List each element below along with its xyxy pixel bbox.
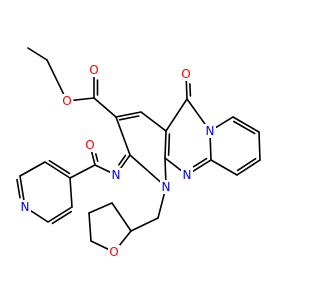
- bond-C12-N2-second: [192, 157, 208, 168]
- bond-C20-C16: [69, 177, 73, 208]
- bond-C10-C11-second: [236, 157, 257, 172]
- bonds-layer: [16, 47, 261, 250]
- bond-C10-C11: [236, 159, 261, 176]
- bond-C13-N3: [164, 157, 167, 181]
- bond-C15-O4-second: [95, 153, 99, 162]
- bond-C15-O4: [90, 151, 96, 166]
- atom-label-bg-o4: [84, 138, 96, 152]
- bond-C14-N4-second: [118, 154, 127, 166]
- bond-C18-N5-second: [16, 178, 21, 199]
- bond-C16-C17-second: [48, 159, 71, 175]
- bond-C12-N2: [192, 159, 212, 173]
- bond-C14-C4: [115, 116, 131, 156]
- atom-label-n3: N: [162, 180, 171, 194]
- atom-label-n2: N: [183, 168, 192, 182]
- bond-C16-C17: [44, 161, 71, 179]
- bond-N1-C8: [215, 116, 234, 129]
- atom-label-bg-n3: [160, 180, 172, 194]
- bond-N5-C19: [30, 210, 49, 223]
- atom-label-bg-n2: [181, 168, 193, 182]
- bond-C13-C6: [164, 130, 167, 159]
- bond-C11-C12: [210, 159, 238, 176]
- bond-C19-C20: [47, 206, 73, 223]
- atom-label-bg-n5: [19, 200, 31, 214]
- bond-C8-C9-second: [233, 120, 256, 135]
- bond-N3-C14: [129, 154, 162, 184]
- bond-C18-N5: [19, 175, 25, 201]
- bond-C3-C4: [93, 97, 117, 118]
- bond-C19-C20-second: [51, 210, 73, 225]
- bond-C22-O5: [117, 230, 132, 248]
- bond-C15-C16: [69, 164, 96, 179]
- atom-label-o2: O: [89, 63, 98, 77]
- bond-C17-C18: [19, 161, 46, 177]
- atom-label-o3: O: [181, 67, 190, 81]
- atom-label-bg-o1: [61, 94, 73, 108]
- bond-C1-C2: [27, 47, 48, 61]
- bond-C21-C22: [130, 217, 159, 232]
- bond-N3-C21: [157, 193, 166, 219]
- bond-C5-C6: [140, 111, 167, 132]
- atom-label-n5: N: [21, 200, 30, 214]
- atom-label-n1: N: [206, 124, 215, 138]
- bond-C13-C6-second: [167, 133, 171, 156]
- bond-N2-C13: [164, 157, 183, 172]
- atom-label-bg-o3: [180, 67, 192, 81]
- atom-label-bg-o2: [88, 63, 100, 77]
- bond-C6-C7: [165, 98, 188, 132]
- bond-C12-N1: [209, 137, 212, 161]
- bond-C23-C24: [88, 212, 92, 242]
- bond-C2-O1: [46, 59, 65, 96]
- atom-label-o4: O: [85, 138, 94, 152]
- bond-C14-N4: [119, 154, 131, 171]
- bond-C7-O3: [185, 80, 188, 100]
- bond-C7-O3-second: [189, 83, 192, 97]
- atom-label-bg-n4: [110, 168, 122, 182]
- bond-C25-C22: [111, 202, 132, 232]
- atom-label-o1: O: [62, 94, 71, 108]
- atom-label-bg-n1: [204, 124, 216, 138]
- atom-label-o5: O: [109, 245, 118, 259]
- bond-C4-C5-second: [118, 115, 140, 121]
- bond-O1-C3: [73, 97, 95, 101]
- atom-label-bg-o5: [108, 245, 120, 259]
- bond-C4-C5: [115, 111, 142, 118]
- bond-N4-C15: [94, 164, 111, 173]
- bond-C8-C9: [232, 116, 260, 133]
- bond-O5-C23: [90, 240, 109, 250]
- atom-label-n4: N: [112, 168, 121, 182]
- bond-C9-C10: [258, 131, 261, 161]
- bond-C24-C25: [88, 202, 113, 214]
- bond-C7-N1: [186, 98, 207, 127]
